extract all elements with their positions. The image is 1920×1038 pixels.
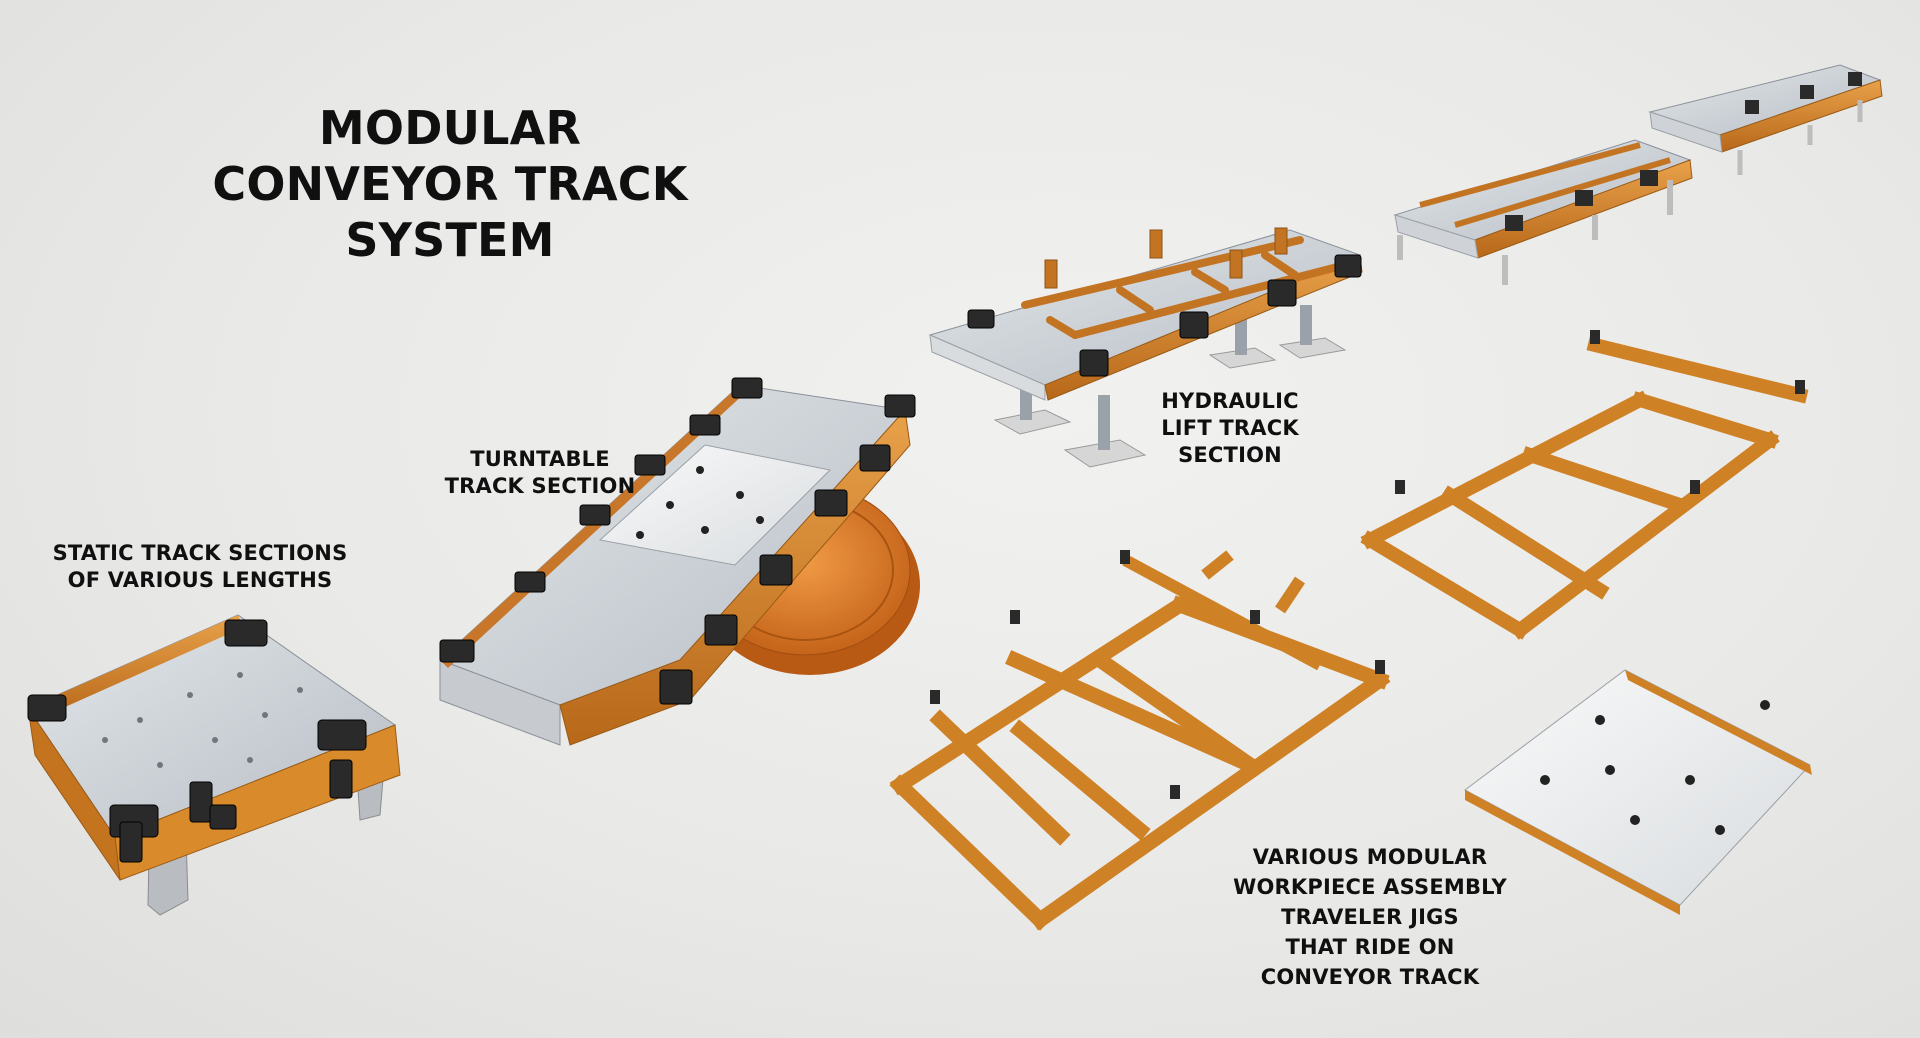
static-label-line-2: OF VARIOUS LENGTHS — [67, 568, 333, 592]
hydraulic-lift-track-section — [928, 227, 1363, 468]
jigs-label-line-1: VARIOUS MODULAR — [1252, 845, 1488, 869]
title-line-2: CONVEYOR TRACK SYSTEM — [212, 157, 688, 267]
traveler-jig-large — [889, 594, 1391, 931]
jigs-label-line-2: WORKPIECE ASSEMBLY — [1233, 875, 1507, 899]
jigs-label-line-4: THAT RIDE ON — [1285, 935, 1455, 959]
jigs-label-line-3: TRAVELER JIGS — [1281, 905, 1459, 929]
static-track-section — [27, 614, 401, 916]
hydraulic-label-line-3: SECTION — [1178, 443, 1282, 467]
jigs-label-line-5: CONVEYOR TRACK — [1260, 965, 1480, 989]
hydraulic-label: HYDRAULIC LIFT TRACK SECTION — [1130, 388, 1330, 469]
hydraulic-label-line-2: LIFT TRACK — [1161, 416, 1299, 440]
static-label-line-1: STATIC TRACK SECTIONS — [52, 541, 348, 565]
background-track-sections — [1393, 64, 1883, 285]
page-title: MODULAR CONVEYOR TRACK SYSTEM — [140, 100, 760, 268]
title-line-1: MODULAR — [318, 101, 582, 155]
traveler-jig-plate — [1464, 669, 1812, 915]
turntable-track-section — [439, 377, 920, 746]
traveler-jig-top-bracket — [1122, 550, 1323, 671]
traveler-jig-ladder — [1360, 336, 1809, 640]
jigs-label: VARIOUS MODULAR WORKPIECE ASSEMBLY TRAVE… — [1230, 842, 1510, 992]
static-track-label: STATIC TRACK SECTIONS OF VARIOUS LENGTHS — [40, 540, 360, 594]
turntable-label-line-2: TRACK SECTION — [444, 474, 636, 498]
turntable-label: TURNTABLE TRACK SECTION — [430, 446, 650, 500]
turntable-label-line-1: TURNTABLE — [470, 447, 610, 471]
hydraulic-label-line-1: HYDRAULIC — [1161, 389, 1299, 413]
